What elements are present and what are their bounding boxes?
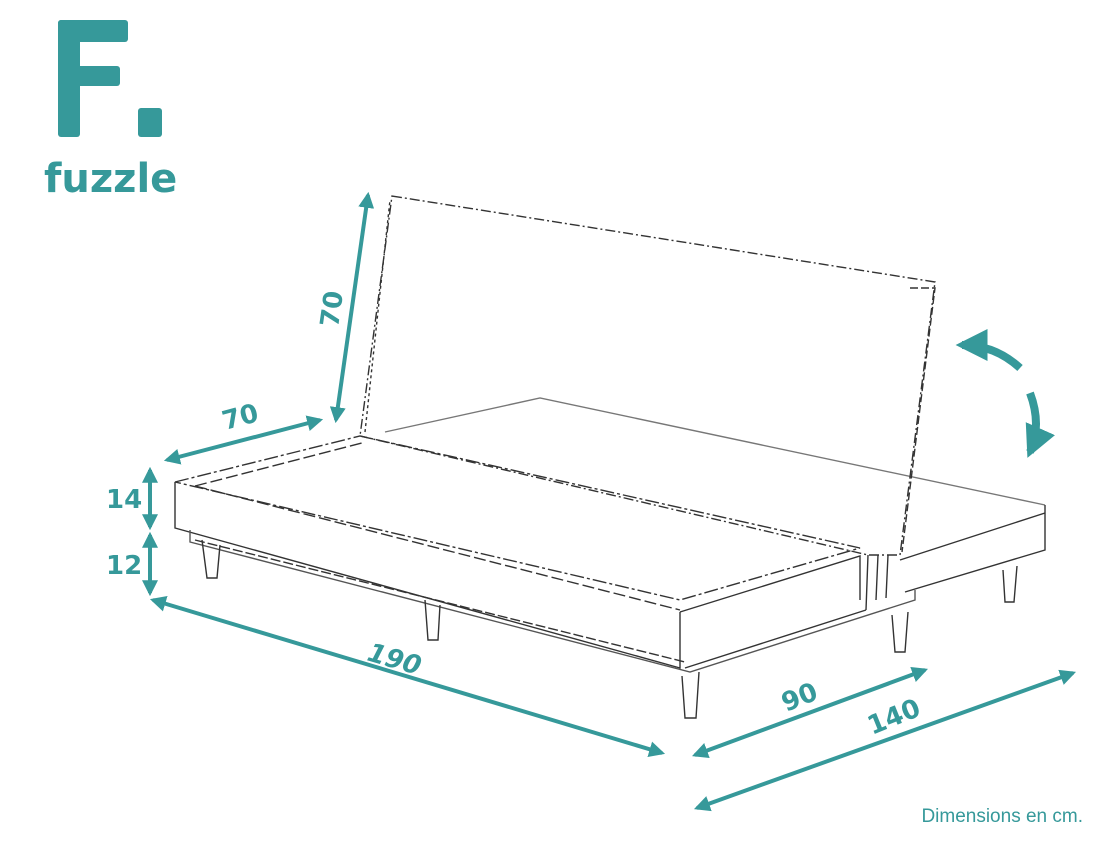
dim-line-bed-width: [693, 669, 1077, 812]
dimension-lines: [142, 191, 1077, 812]
label-backrest-height: 70: [315, 289, 350, 329]
brand-logo-mark: [58, 20, 168, 138]
brand-name: fuzzle: [44, 156, 178, 202]
recline-arrow-up-icon: [955, 329, 1023, 371]
dim-line-length: [149, 596, 666, 757]
label-seat-depth: 70: [219, 398, 262, 436]
dim-line-seat-depth: [163, 415, 324, 465]
logo-letter-f: [58, 20, 130, 137]
logo-dot: [138, 108, 162, 137]
label-length: 190: [364, 638, 424, 682]
label-bed-width: 140: [863, 693, 925, 741]
sofa-drawing: [174, 195, 1046, 719]
label-leg-height: 12: [106, 551, 142, 581]
label-mattress-height: 14: [106, 485, 142, 515]
dim-line-backrest-height: [329, 191, 375, 424]
units-note: Dimensions en cm.: [921, 806, 1083, 827]
recline-arrow-down-icon: [1025, 391, 1056, 458]
